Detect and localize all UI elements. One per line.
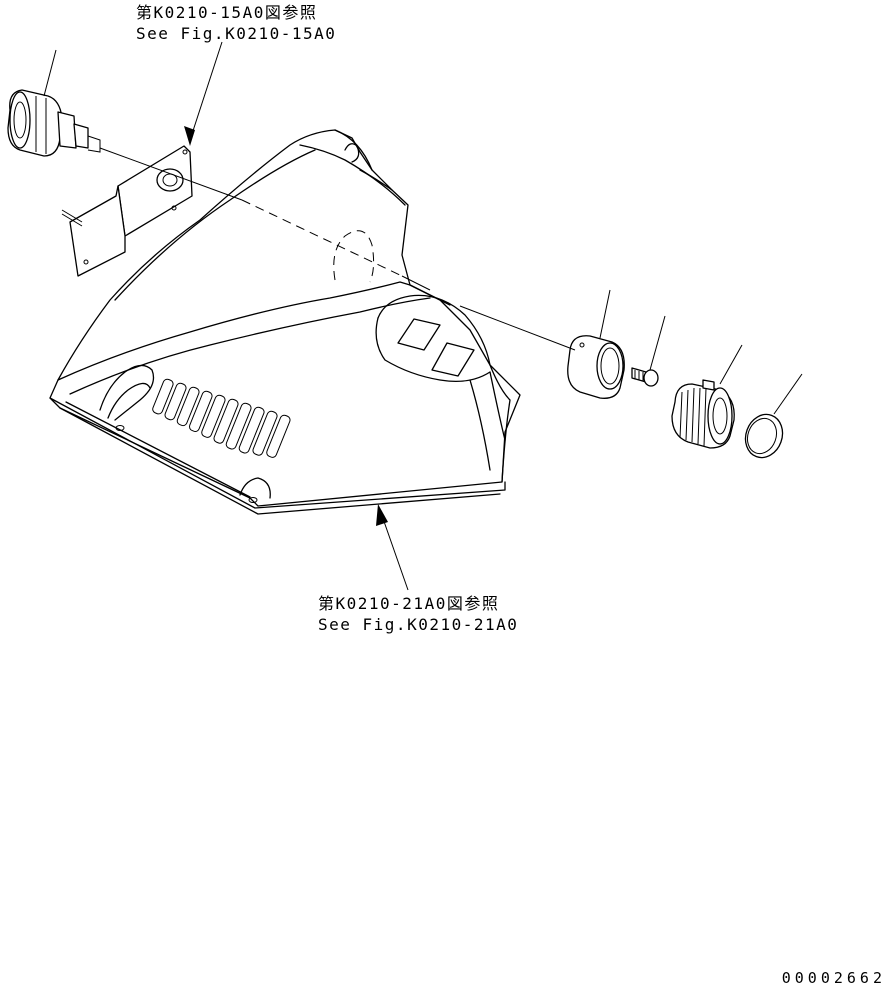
console-cover <box>49 129 521 515</box>
reference-top: 第K0210-15A0図参照 See Fig.K0210-15A0 <box>136 2 336 44</box>
reference-top-jp: 第K0210-15A0図参照 <box>136 3 318 22</box>
reference-top-en: See Fig.K0210-15A0 <box>136 24 337 43</box>
reference-bottom: 第K0210-21A0図参照 See Fig.K0210-21A0 <box>318 593 518 635</box>
rotary-switch <box>7 89 101 157</box>
mounting-bracket <box>61 145 193 277</box>
assembly-axis <box>99 147 576 351</box>
cap-disc <box>744 413 784 459</box>
screw <box>631 367 659 387</box>
collar-ring <box>567 335 625 399</box>
control-knob <box>671 379 735 449</box>
leader-lines <box>43 41 803 591</box>
vent-grille <box>152 378 291 458</box>
drawing-number: 00002662 <box>781 969 886 987</box>
reference-bottom-jp: 第K0210-21A0図参照 <box>318 594 500 613</box>
reference-bottom-en: See Fig.K0210-21A0 <box>318 615 519 634</box>
